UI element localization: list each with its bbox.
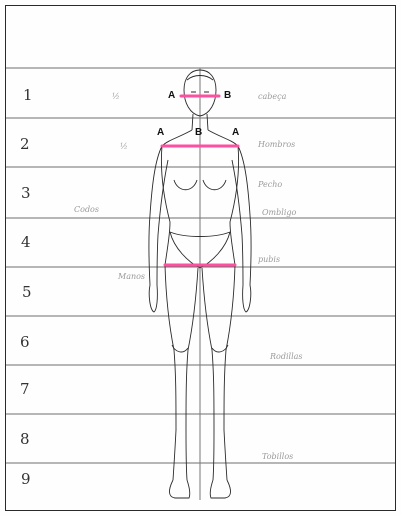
- row-number-5: 5: [22, 283, 32, 301]
- marker-a-head: A: [168, 90, 175, 101]
- marker-a-shoulder-right: A: [232, 127, 239, 138]
- marker-b-shoulder: B: [195, 127, 202, 138]
- label-navel: Ombligo: [262, 208, 296, 217]
- note-hands: Manos: [118, 272, 145, 281]
- row-number-4: 4: [21, 233, 31, 251]
- row-number-7: 7: [20, 380, 30, 398]
- note-half-head: ½: [112, 92, 120, 101]
- note-half-shoulder: ½: [120, 142, 128, 151]
- marker-a-shoulder-left: A: [157, 127, 164, 138]
- row-number-6: 6: [20, 333, 30, 351]
- label-chest: Pecho: [258, 180, 282, 189]
- label-knees: Rodillas: [270, 352, 303, 361]
- label-head: cabeça: [258, 92, 286, 101]
- row-number-8: 8: [20, 430, 30, 448]
- row-number-3: 3: [21, 184, 31, 202]
- note-elbows: Codos: [74, 205, 99, 214]
- row-number-1: 1: [23, 86, 33, 104]
- row-number-9: 9: [21, 470, 31, 488]
- label-pubis: pubis: [258, 255, 280, 264]
- label-ankles: Tobillos: [262, 452, 293, 461]
- row-number-2: 2: [20, 135, 30, 153]
- label-shoulders: Hombros: [258, 140, 295, 149]
- marker-b-head: B: [224, 90, 231, 101]
